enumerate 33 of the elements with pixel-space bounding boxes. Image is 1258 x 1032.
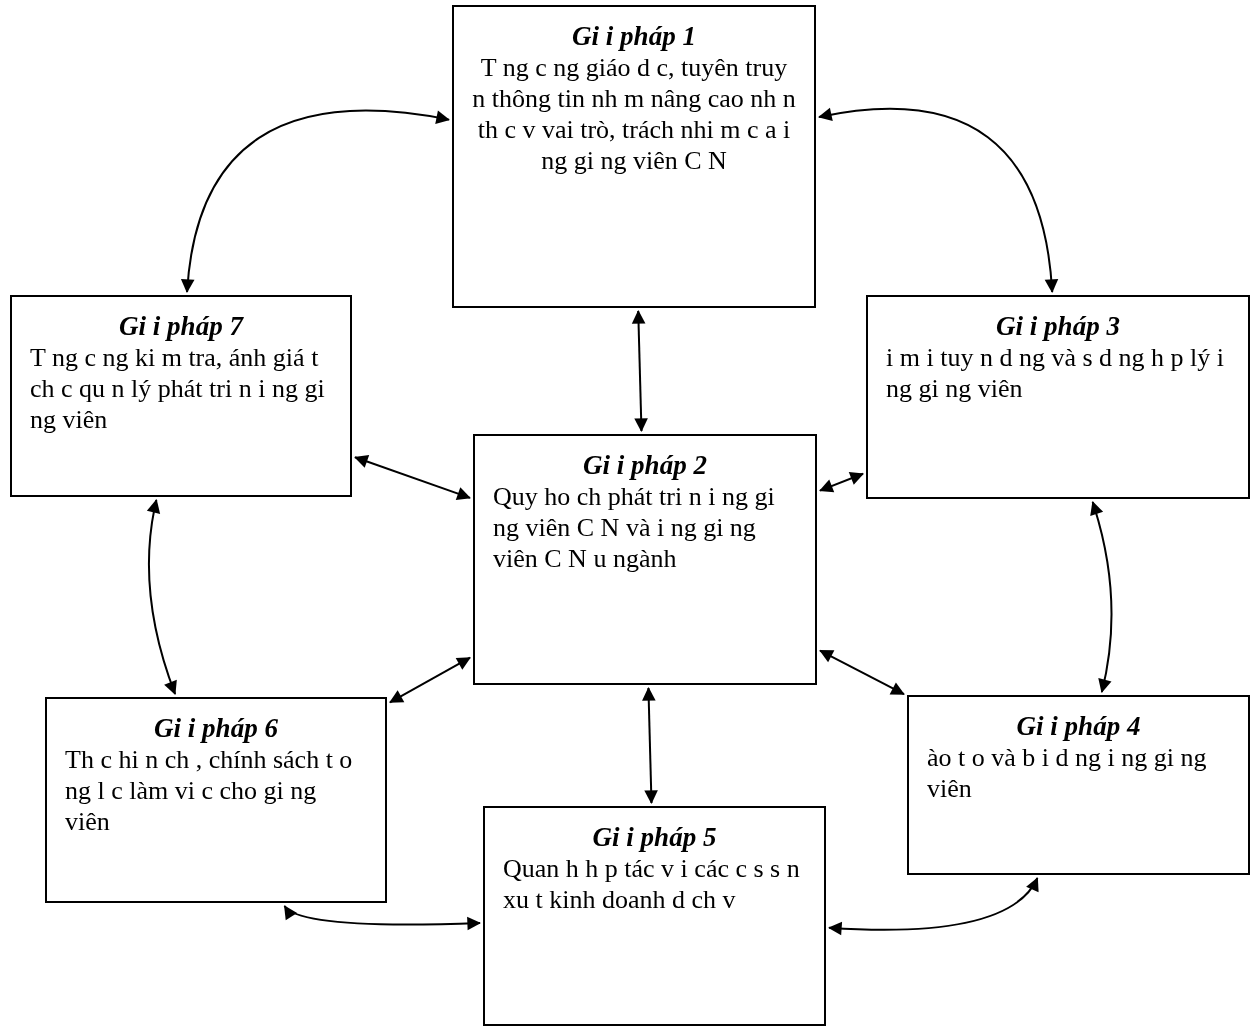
double-arrow — [631, 310, 648, 432]
box-title: Gi i pháp 1 — [571, 21, 697, 52]
box-text: i m i tuy n d ng và s d ng h p lý i ng gi ng viên — [886, 342, 1225, 404]
solution-box — [10, 295, 352, 497]
box-title: Gi i pháp 2 — [582, 450, 708, 481]
solution-box — [473, 434, 817, 685]
box-title: Gi i pháp 5 — [591, 822, 718, 853]
box-title: Gi i pháp 3 — [995, 311, 1121, 342]
double-arrow — [181, 109, 450, 293]
double-arrow — [819, 472, 864, 493]
box-text: Quan h h p tác v i các c s s n xu t kinh doanh d ch v — [503, 853, 801, 915]
double-arrow — [389, 656, 471, 704]
double-arrow — [818, 107, 1058, 293]
solution-box — [866, 295, 1250, 499]
box-title: Gi i pháp 7 — [118, 311, 245, 342]
solution-box — [452, 5, 816, 308]
box-text: Th c hi n ch , chính sách t o ng l c làm vi c cho gi ng viên — [65, 744, 354, 837]
double-arrow — [828, 877, 1039, 936]
solution-box — [483, 806, 826, 1026]
box-text: T ng c ng ki m tra, ánh giá t ch c qu n lý phát tri n i ng gi ng viên — [30, 342, 326, 435]
double-arrow — [283, 905, 481, 931]
double-arrow — [642, 687, 658, 804]
box-text: ào t o và b i d ng i ng gi ng viên — [927, 742, 1208, 804]
box-text: Quy ho ch phát tri n i ng gi ng viên C N và i ng gi ng viên C N u ngành — [493, 481, 776, 574]
box-title: Gi i pháp 4 — [1015, 711, 1142, 742]
solution-box — [907, 695, 1250, 875]
box-text: T ng c ng giáo d c, tuyên truy n thông tin nh m nâng cao nh n th c v vai trò, trách nhi m c a i ng gi ng viên C N — [472, 52, 796, 176]
box-title: Gi i pháp 6 — [153, 713, 279, 744]
double-arrow — [147, 499, 178, 695]
solution-box — [45, 697, 387, 903]
double-arrow — [354, 455, 471, 501]
double-arrow — [819, 649, 905, 696]
double-arrow — [1089, 501, 1113, 693]
